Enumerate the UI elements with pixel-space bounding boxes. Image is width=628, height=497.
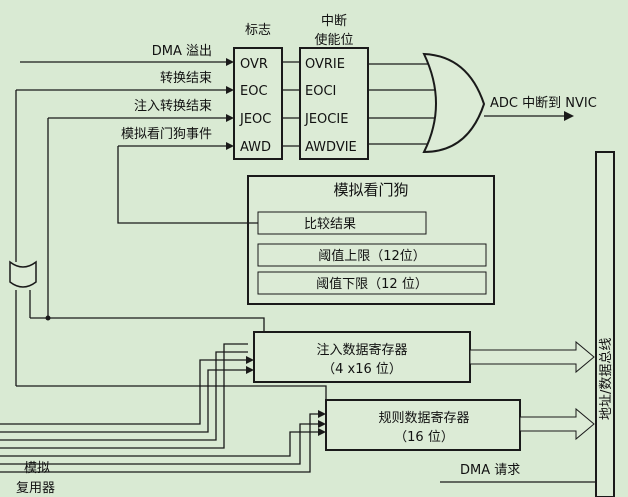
high-threshold-box (257, 243, 487, 267)
input-label-end-of-conversion: 转换结束 (160, 71, 212, 86)
regular-input-wires (0, 410, 326, 473)
dma-request-label: DMA 请求 (460, 463, 520, 478)
enable-jeocie: JEOCIE (304, 112, 348, 127)
enable-ovrie: OVRIE (305, 57, 345, 72)
flag-eoc: EOC (240, 84, 268, 99)
high-threshold-label: 阈值上限（12位） (318, 248, 426, 264)
input-label-watchdog-event: 模拟看门狗事件 (121, 126, 212, 142)
enable-bits-box (299, 47, 369, 160)
compare-result-label: 比较结果 (304, 217, 356, 232)
injected-input-wires (0, 343, 254, 449)
analog-mux-label-line2: 复用器 (16, 481, 55, 496)
low-threshold-label: 阈值下限（12 位） (316, 276, 428, 292)
flag-to-enable-wires (282, 61, 300, 147)
regular-register-line2: （16 位） (394, 430, 454, 445)
enable-column-title-line1: 中断 (321, 14, 347, 29)
analog-mux-label-line1: 模拟 (24, 461, 50, 476)
small-or-gate-icon (9, 260, 37, 288)
low-threshold-box (257, 271, 487, 295)
input-wires (16, 58, 234, 150)
injected-data-register (253, 331, 471, 383)
left-feedback-wires (15, 90, 327, 404)
input-label-dma-overrun: DMA 溢出 (152, 44, 212, 59)
injected-register-line1: 注入数据寄存器 (316, 342, 407, 358)
flags-box (233, 47, 283, 160)
watchdog-event-wire (117, 146, 258, 224)
injected-bus-arrow-icon (469, 340, 595, 374)
enable-awdvie: AWDVIE (305, 140, 357, 155)
address-data-bus (595, 151, 615, 497)
input-label-injected-end: 注入转换结束 (134, 99, 212, 114)
enable-to-gate-wires (368, 63, 440, 145)
flags-column-title: 标志 (245, 23, 271, 38)
enable-eoci: EOCI (305, 84, 336, 99)
injected-register-line2: （4 x16 位） (322, 362, 402, 377)
regular-data-register (325, 399, 521, 451)
analog-watchdog-title: 模拟看门狗 (333, 181, 408, 199)
address-data-bus-label: 地址/数据总线 (599, 338, 614, 420)
flag-awd: AWD (240, 140, 271, 155)
regular-register-line1: 规则数据寄存器 (378, 410, 469, 426)
flag-ovr: OVR (240, 57, 268, 72)
flag-jeoc: JEOC (239, 112, 271, 127)
or-gate-icon (422, 52, 486, 154)
nvic-arrow-icon (564, 111, 574, 121)
regular-bus-arrow-icon (519, 407, 595, 441)
nvic-output-label: ADC 中断到 NVIC (490, 96, 597, 111)
enable-column-title-line2: 使能位 (314, 32, 353, 48)
